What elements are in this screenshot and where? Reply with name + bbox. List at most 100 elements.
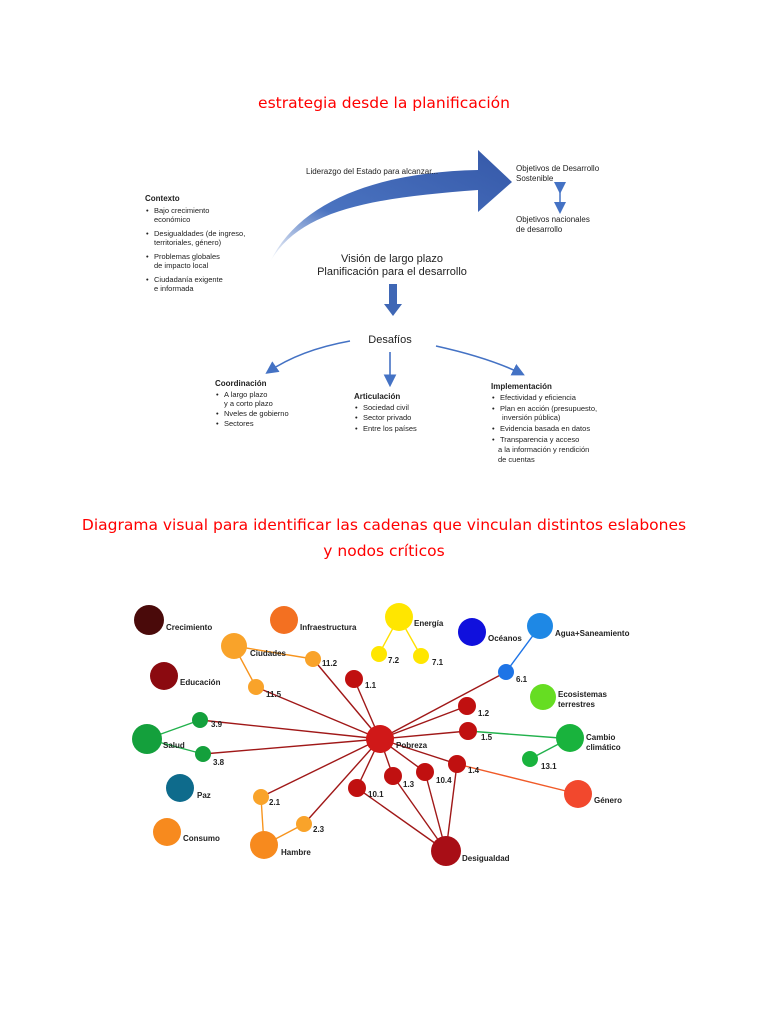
vision-line1: Visión de largo plazo (341, 253, 443, 265)
label-paz: Paz (197, 791, 211, 800)
implementation-item-4-line1: Transparencia y acceso (500, 435, 579, 444)
node-energia (385, 603, 413, 631)
node-target-11-2 (305, 651, 321, 667)
node-pobreza (366, 725, 394, 753)
objectives-sdg-line1: Objetivos de Desarrollo (516, 164, 600, 173)
node-target-1-3 (384, 767, 402, 785)
label-genero: Género (594, 796, 622, 805)
implementation-item-1: Efectividad y eficiencia (500, 393, 577, 402)
label-target-1-1: 1.1 (365, 681, 377, 690)
articulation-bullet: • (355, 424, 358, 433)
node-ciudades (221, 633, 247, 659)
down-arrow (384, 284, 402, 316)
context-bullet: • (146, 206, 149, 215)
label-ciudades: Ciudades (250, 649, 287, 658)
objectives-national-line1: Objetivos nacionales (516, 215, 590, 224)
articulation-bullet: • (355, 413, 358, 422)
context-item-2-line2: territoriales, género) (154, 238, 222, 247)
node-infraestructura (270, 606, 298, 634)
coordination-title: Coordinación (215, 379, 267, 388)
node-crecimiento (134, 605, 164, 635)
label-crecimiento: Crecimiento (166, 623, 212, 632)
implementation-bullet: • (492, 393, 495, 402)
node-target-1-1 (345, 670, 363, 688)
articulation-item-1: Sociedad civil (363, 403, 409, 412)
label-ecosistemas-line1: Ecosistemas (558, 690, 607, 699)
articulation-item-2: Sector privado (363, 413, 411, 422)
label-salud: Salud (163, 741, 185, 750)
context-item-4-line2: e informada (154, 284, 194, 293)
context-item-2-line1: Desigualdades (de ingreso, (154, 229, 245, 238)
node-oceanos (458, 618, 486, 646)
objectives-national-line2: de desarrollo (516, 225, 563, 234)
label-ecosistemas-line2: terrestres (558, 700, 595, 709)
top-arrow-label: Liderazgo del Estado para alcanzar... (306, 167, 438, 176)
node-genero (564, 780, 592, 808)
arrow-to-implementation (435, 345, 525, 376)
node-target-10-1 (348, 779, 366, 797)
coordination-item-1-line1: A largo plazo (224, 390, 267, 399)
coordination-item-2: Nveles de gobierno (224, 409, 289, 418)
context-title: Contexto (145, 194, 180, 203)
context-bullet: • (146, 252, 149, 261)
label-cambio-line1: Cambio (586, 733, 615, 742)
articulation-item-3: Entre los países (363, 424, 417, 433)
vision-line2: Planificación para el desarrollo (317, 266, 467, 278)
label-target-1-5: 1.5 (481, 733, 493, 742)
coordination-bullet: • (216, 409, 219, 418)
label-target-1-4: 1.4 (468, 766, 480, 775)
label-desigualdad: Desigualdad (462, 854, 510, 863)
context-bullet: • (146, 229, 149, 238)
context-item-1-line2: económico (154, 215, 190, 224)
coordination-bullet: • (216, 419, 219, 428)
label-target-11-2: 11.2 (322, 659, 338, 668)
implementation-item-2-line2: inversión pública) (502, 413, 561, 422)
node-educacion (150, 662, 178, 690)
label-target-6-1: 6.1 (516, 675, 528, 684)
label-target-7-1: 7.1 (432, 658, 444, 667)
label-target-1-3: 1.3 (403, 780, 415, 789)
coordination-item-3: Sectores (224, 419, 254, 428)
objectives-sdg-line2: Sostenible (516, 174, 554, 183)
node-target-11-5 (248, 679, 264, 695)
challenges-label: Desafíos (368, 334, 412, 346)
node-salud (132, 724, 162, 754)
label-target-7-2: 7.2 (388, 656, 400, 665)
node-target-10-4 (416, 763, 434, 781)
arrow-to-coordination (265, 340, 351, 374)
label-energia: Energía (414, 619, 444, 628)
poverty-edges (199, 658, 507, 852)
node-target-2-3 (296, 816, 312, 832)
implementation-title: Implementación (491, 382, 552, 391)
label-target-13-1: 13.1 (541, 762, 557, 771)
node-target-7-1 (413, 648, 429, 664)
implementation-item-2-line1: Plan en acción (presupuesto, (500, 404, 597, 413)
implementation-bullet: • (492, 404, 495, 413)
context-item-3-line1: Problemas globales (154, 252, 220, 261)
node-ecosistemas (530, 684, 556, 710)
context-item-3-line2: de impacto local (154, 261, 209, 270)
node-target-3-9 (192, 712, 208, 728)
label-hambre: Hambre (281, 848, 311, 857)
label-agua: Agua+Saneamiento (555, 629, 630, 638)
node-target-13-1 (522, 751, 538, 767)
node-desigualdad (431, 836, 461, 866)
label-pobreza: Pobreza (396, 741, 428, 750)
label-target-3-8: 3.8 (213, 758, 225, 767)
label-educacion: Educación (180, 678, 221, 687)
articulation-title: Articulación (354, 392, 400, 401)
coordination-bullet: • (216, 390, 219, 399)
label-target-11-5: 11.5 (266, 690, 282, 699)
label-target-10-4: 10.4 (436, 776, 452, 785)
leadership-curved-arrow (270, 150, 512, 262)
context-bullet: • (146, 275, 149, 284)
node-target-1-2 (458, 697, 476, 715)
node-hambre (250, 831, 278, 859)
implementation-bullet: • (492, 435, 495, 444)
implementation-item-4-line2: a la información y rendición (498, 445, 589, 454)
label-target-10-1: 10.1 (368, 790, 384, 799)
label-target-2-1: 2.1 (269, 798, 281, 807)
node-target-1-4 (448, 755, 466, 773)
